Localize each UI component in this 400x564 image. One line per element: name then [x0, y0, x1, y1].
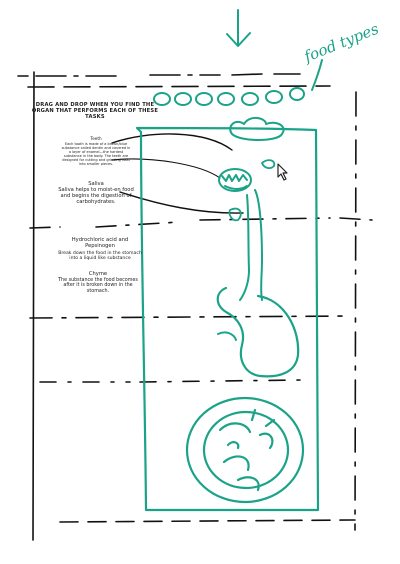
task-title-chyme: Chyme [60, 272, 136, 278]
task-title-teeth: Teeth [60, 137, 132, 142]
task-title-acid: Hydrochloric acid and Pepsinogen [58, 238, 142, 250]
intestine-sketch [187, 398, 303, 502]
food-circle-icon[interactable] [154, 60, 322, 105]
task-body-saliva: Saliva helps to moist-en food and begins… [54, 188, 138, 205]
instruction-text: DRAG AND DROP WHEN YOU FIND THE ORGAN TH… [30, 103, 160, 120]
down-arrow-icon [227, 10, 250, 46]
task-body-chyme: The substance the food becomes after it … [56, 278, 140, 294]
mouse-cursor-icon [278, 164, 287, 180]
task-body-teeth: Each tooth is made of a brown/blue subst… [60, 143, 132, 166]
task-body-acid: Break down the food in the stomach into … [54, 251, 146, 261]
esophagus-sketch [240, 190, 262, 300]
stomach-sketch [218, 288, 298, 376]
mouth-sketch [219, 169, 251, 191]
